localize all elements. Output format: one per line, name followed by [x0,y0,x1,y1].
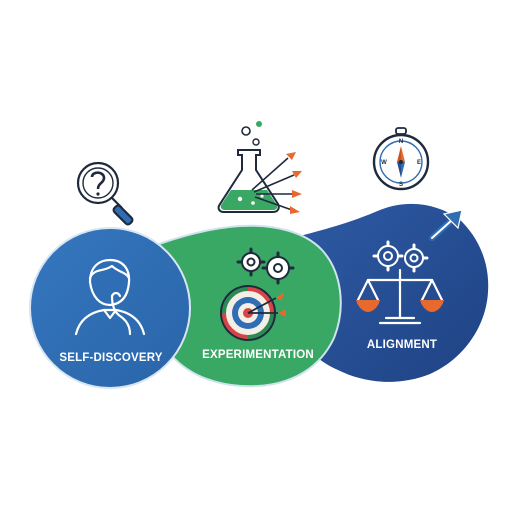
dartboard-gears-icon [220,247,295,341]
self-discovery-circle [29,227,191,389]
stage-label-alignment: ALIGNMENT [367,339,437,351]
alignment-blob [300,203,489,382]
svg-text:N: N [399,139,403,145]
flask-arrows-icon [217,121,302,214]
svg-text:W: W [381,160,387,166]
arrow-up-right-icon [429,209,463,241]
svg-text:S: S [399,182,403,188]
svg-text:E: E [417,160,421,166]
compass-icon: N S W E [372,127,430,191]
question-magnifier-icon [76,161,134,226]
stage-label-self-discovery: SELF-DISCOVERY [59,352,162,364]
thinking-person-icon [74,258,146,336]
balance-scale-gears-icon [356,240,444,325]
stage-label-experimentation: EXPERIMENTATION [202,349,314,361]
